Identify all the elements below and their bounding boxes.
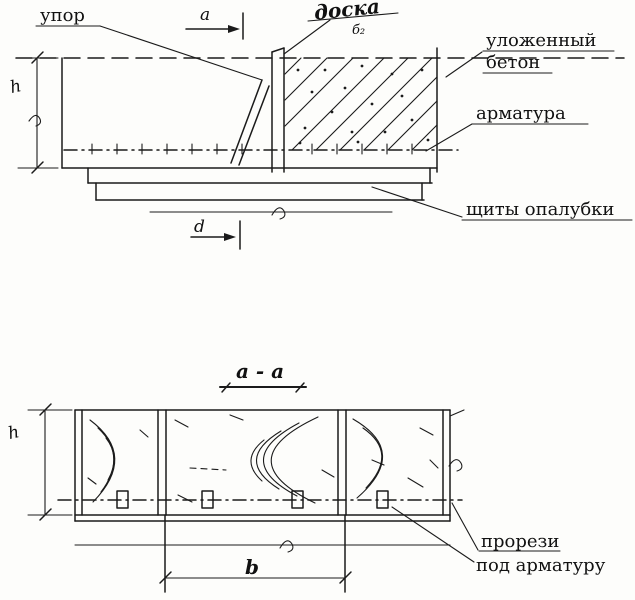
- rebar-slot: [116, 490, 129, 509]
- right-edge-marks: [448, 409, 465, 472]
- dim-h-section-label: h: [6, 422, 21, 444]
- wood-grain: [87, 414, 439, 504]
- concrete-dots: [296, 64, 430, 145]
- callout-rebar: арматура: [425, 103, 589, 152]
- dim-h-top-label: h: [8, 76, 23, 98]
- doska-label: доска: [313, 0, 381, 25]
- section-length-squiggle: [279, 540, 294, 553]
- top-view: h a d упор доска б₂: [8, 0, 633, 250]
- concrete-label-2: бетон: [486, 52, 540, 73]
- rebar-ticks: [91, 143, 413, 155]
- slots-label-2: под арматуру: [476, 555, 606, 576]
- concrete-hatch: [284, 57, 438, 151]
- panel-outline: [74, 409, 451, 522]
- callout-upor: упор: [35, 5, 263, 81]
- rebar-slot: [201, 490, 214, 509]
- dim-b: b: [159, 514, 352, 593]
- doska-sub-label: б₂: [352, 23, 365, 38]
- rebar-slots: [116, 490, 389, 509]
- dim-d: d: [190, 217, 241, 250]
- callout-panels: щиты опалубки: [371, 186, 633, 221]
- formwork-deck: [61, 167, 438, 201]
- callout-doska: доска б₂: [283, 0, 399, 55]
- rebar-slot: [291, 490, 304, 509]
- section-title-label: a - a: [236, 359, 284, 383]
- dim-a: a: [185, 5, 244, 40]
- rebar-slot: [376, 490, 389, 509]
- slots-label-1: прорези: [481, 531, 559, 552]
- upor-label: упор: [40, 5, 85, 26]
- dim-h-section: h: [6, 403, 73, 521]
- dim-h-top: h: [8, 51, 59, 174]
- callout-concrete: уложенный бетон: [445, 30, 615, 78]
- callout-slots: прорези под арматуру: [391, 502, 606, 576]
- length-mark-squiggle: [271, 207, 286, 220]
- dim-b-label: b: [245, 555, 259, 579]
- concrete-label-1: уложенный: [486, 30, 596, 51]
- strut: [230, 79, 270, 166]
- panel-joints: [157, 409, 347, 516]
- board: [271, 47, 285, 173]
- dim-d-label: d: [194, 217, 205, 237]
- dim-a-label: a: [200, 5, 210, 25]
- section-title: a - a: [219, 359, 307, 393]
- rebar-label: арматура: [476, 103, 566, 124]
- panels-label: щиты опалубки: [466, 199, 614, 220]
- section-view: a - a: [6, 359, 606, 593]
